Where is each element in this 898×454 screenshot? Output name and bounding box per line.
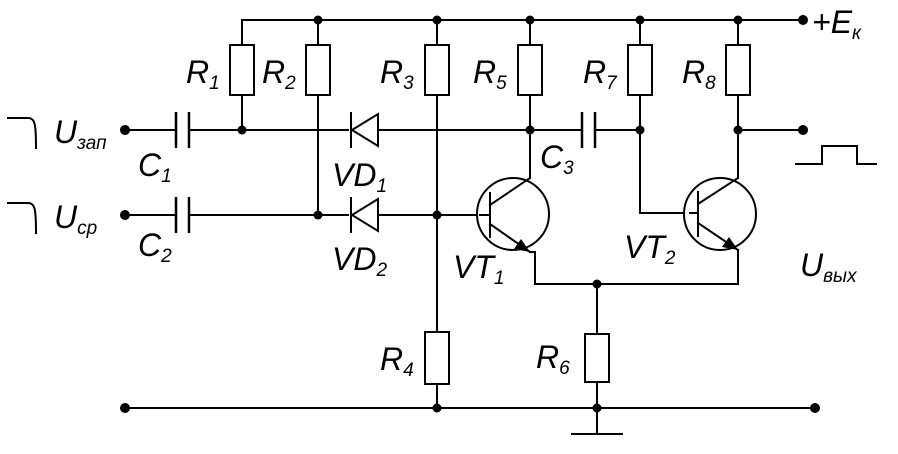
resistor-r7 [627,44,653,96]
transistor-vt1 [476,176,550,254]
resistor-r5 [517,44,543,96]
label-c1: C1 [138,147,172,187]
label-r4: R4 [380,341,414,381]
label-c2: C2 [138,227,172,267]
resistor-r6 [584,333,610,383]
capacitor-c1 [174,112,191,148]
label-r7: R7 [583,54,618,94]
diode-vd1 [350,112,379,148]
label-r8: R8 [682,54,716,94]
output-pulse-icon [795,145,877,165]
label-output: Uвых [800,247,858,287]
label-vt2: VT2 [624,229,676,269]
resistor-r8 [725,44,751,96]
label-r5: R5 [473,54,507,94]
resistor-r4 [424,331,450,385]
resistor-r1 [229,44,255,96]
input-pulse-icon-start [7,117,38,150]
capacitor-c2 [174,197,191,233]
label-r1: R1 [186,54,220,94]
junction-dots [120,15,820,413]
label-c3: C3 [540,139,574,179]
label-supply: +Eк [812,4,862,44]
label-input-count: Uср [54,199,97,239]
transistor-vt2 [683,176,757,252]
label-input-start: Uзап [54,114,107,154]
label-r6: R6 [536,339,570,379]
capacitor-c3 [580,112,597,148]
resistor-r2 [305,44,331,96]
label-vd2: VD2 [332,241,387,281]
label-r3: R3 [380,54,414,94]
label-r2: R2 [262,54,296,94]
resistor-r3 [424,44,450,96]
label-vt1: VT1 [453,249,504,289]
label-vd1: VD1 [332,157,387,197]
input-pulse-icon-count [7,202,38,235]
diode-vd2 [350,197,379,233]
